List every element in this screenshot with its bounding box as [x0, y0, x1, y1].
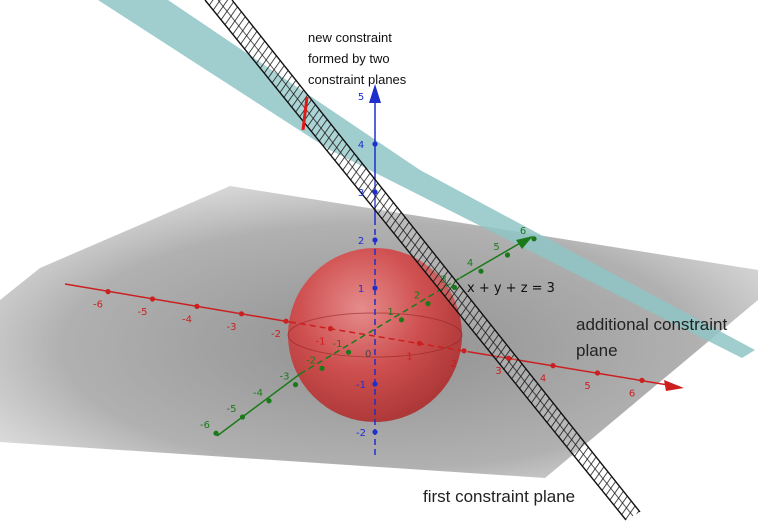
tick-mark — [372, 381, 378, 387]
tick-label: 1 — [406, 351, 412, 362]
tick-mark — [398, 317, 405, 323]
equation-label: x + y + z = 3 — [467, 281, 555, 296]
tick-mark — [372, 285, 378, 291]
tick-label: -4 — [253, 388, 263, 399]
tick-mark — [372, 189, 378, 195]
tick-mark — [639, 377, 645, 383]
tick-mark — [105, 289, 111, 295]
tick-label: 1 — [358, 284, 364, 295]
additional-plane-annotation: additional constraint plane — [576, 312, 727, 364]
tick-label: 1 — [387, 307, 393, 318]
y-axis-arrow — [516, 236, 533, 249]
tick-mark — [504, 252, 511, 258]
tick-mark — [372, 237, 378, 243]
tick-label: 2 — [451, 359, 457, 370]
tick-label: 2 — [414, 291, 420, 302]
tick-label: -6 — [200, 420, 210, 431]
tick-mark — [239, 414, 246, 420]
tick-mark — [292, 382, 299, 388]
tick-mark — [478, 268, 484, 274]
tick-mark — [372, 429, 378, 435]
tick-label: 4 — [358, 140, 364, 151]
tick-mark — [416, 340, 423, 346]
tick-mark — [327, 326, 334, 332]
tick-label: -1 — [333, 339, 343, 350]
tick-label: -5 — [138, 307, 148, 318]
tick-label: -1 — [356, 380, 366, 391]
annotation-line: first constraint plane — [423, 487, 576, 506]
new-constraint-annotation: new constraint formed by two constraint … — [308, 27, 406, 90]
tick-label: -3 — [280, 372, 290, 383]
tick-mark — [213, 430, 219, 436]
tick-label: 6 — [520, 226, 526, 237]
tick-mark — [345, 349, 352, 355]
annotation-line: plane — [576, 341, 618, 360]
intersection-line[interactable] — [301, 96, 309, 131]
tick-mark — [372, 93, 378, 99]
tick-label: -4 — [182, 314, 192, 325]
tick-mark — [531, 236, 537, 242]
x-axis-arrow — [664, 380, 684, 391]
tick-mark — [372, 141, 378, 147]
tick-mark — [319, 365, 325, 371]
tick-label: 5 — [358, 92, 364, 103]
annotation-line: formed by two — [308, 51, 390, 66]
tick-label: -2 — [271, 329, 281, 340]
tick-label: 5 — [584, 381, 590, 392]
tick-label: -3 — [227, 322, 237, 333]
tick-label: 3 — [358, 188, 364, 199]
tick-label: 3 — [495, 366, 501, 377]
annotation-line: constraint planes — [308, 72, 407, 87]
tick-mark — [550, 363, 556, 369]
z-axis-ticks: -2 -1 1 2 3 4 5 — [356, 92, 378, 439]
additional-constraint-plane[interactable] — [98, 0, 755, 358]
tick-mark — [194, 303, 200, 309]
tick-mark — [149, 296, 156, 302]
tick-label: 2 — [358, 236, 364, 247]
tick-mark — [266, 398, 272, 404]
tick-label: 3 — [440, 274, 446, 285]
tick-label: 4 — [467, 258, 473, 269]
tick-label: 4 — [540, 374, 546, 385]
y-axis[interactable] — [216, 236, 533, 437]
origin-label: 0 — [365, 349, 371, 360]
tick-label: -2 — [356, 428, 366, 439]
tick-mark — [451, 284, 458, 290]
first-plane-annotation: first constraint plane — [423, 484, 575, 510]
annotation-line: new constraint — [308, 30, 392, 45]
tick-mark — [505, 355, 512, 361]
tick-mark — [425, 301, 431, 307]
tick-label: -6 — [93, 300, 103, 311]
first-constraint-plane[interactable] — [204, 0, 641, 521]
tick-mark — [461, 348, 467, 354]
annotation-line: additional constraint — [576, 315, 728, 334]
tick-label: -2 — [306, 355, 316, 366]
tick-label: 6 — [629, 388, 635, 399]
tick-label: -1 — [316, 337, 326, 348]
tick-label: 5 — [493, 242, 499, 253]
tick-mark — [238, 311, 245, 317]
tick-mark — [283, 318, 289, 324]
tick-mark — [594, 370, 601, 376]
tick-label: -5 — [227, 404, 237, 415]
